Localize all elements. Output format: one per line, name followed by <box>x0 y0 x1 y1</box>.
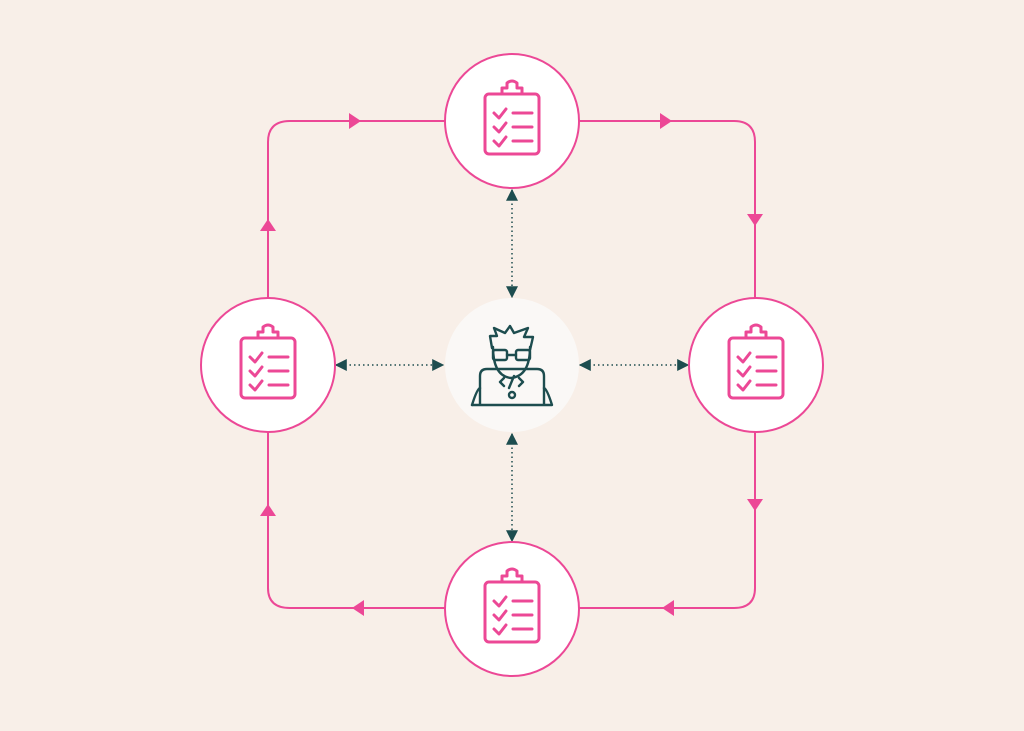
arrow-right-upper <box>747 214 763 226</box>
top-node <box>444 53 580 189</box>
arrow-bottom-left <box>352 600 364 616</box>
cycle-arrowheads <box>260 113 763 616</box>
arrow-top-right <box>660 113 672 129</box>
arrow-bottom-right <box>662 600 674 616</box>
cycle-loop <box>267 120 756 609</box>
left-node <box>200 297 336 433</box>
developer-node <box>445 298 579 432</box>
arrow-left-lower <box>260 504 276 516</box>
arrow-top-left <box>349 113 361 129</box>
center-links <box>334 188 690 543</box>
bottom-node <box>444 541 580 677</box>
arrow-left-upper <box>260 219 276 231</box>
arrow-right-lower <box>747 499 763 511</box>
developer-laptop-icon <box>470 324 554 407</box>
right-node <box>688 297 824 433</box>
